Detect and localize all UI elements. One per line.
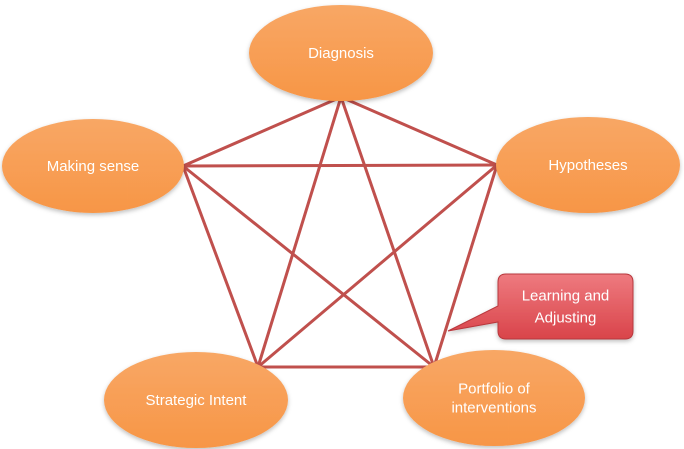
- node-label-strategic-intent: Strategic Intent: [146, 392, 248, 409]
- node-diagnosis: Diagnosis: [249, 5, 433, 101]
- callout-label: Adjusting: [535, 310, 597, 327]
- node-making-sense: Making sense: [2, 119, 184, 213]
- edge-diagnosis-making-sense: [181, 95, 343, 168]
- connector-lines: [181, 95, 499, 369]
- callout-label: Learning and: [522, 288, 610, 305]
- node-label-portfolio: Portfolio of: [458, 381, 531, 398]
- node-ellipse-diagnosis: [249, 5, 433, 101]
- node-hypotheses: Hypotheses: [496, 117, 680, 213]
- edge-diagnosis-hypotheses: [339, 95, 499, 167]
- node-portfolio: Portfolio of interventions: [403, 350, 585, 446]
- edge-diagnosis-portfolio: [339, 95, 436, 369]
- edge-hypotheses-portfolio: [432, 163, 499, 369]
- edge-portfolio-making-sense: [181, 164, 436, 369]
- edge-hypotheses-making-sense: [181, 163, 499, 168]
- node-ellipse-portfolio: [403, 350, 585, 446]
- node-label-diagnosis: Diagnosis: [308, 45, 374, 62]
- edge-hypotheses-strategic-intent: [256, 163, 499, 369]
- edge-strategic-intent-making-sense: [181, 164, 260, 369]
- node-label-portfolio: interventions: [451, 400, 536, 417]
- node-label-making-sense: Making sense: [47, 158, 140, 175]
- edge-diagnosis-strategic-intent: [256, 95, 343, 369]
- node-strategic-intent: Strategic Intent: [104, 352, 288, 448]
- node-label-hypotheses: Hypotheses: [548, 157, 627, 174]
- node-ellipse-strategic-intent: [104, 352, 288, 448]
- node-ellipse-hypotheses: [496, 117, 680, 213]
- callout-shape: [447, 273, 634, 340]
- node-ellipse-making-sense: [2, 119, 184, 213]
